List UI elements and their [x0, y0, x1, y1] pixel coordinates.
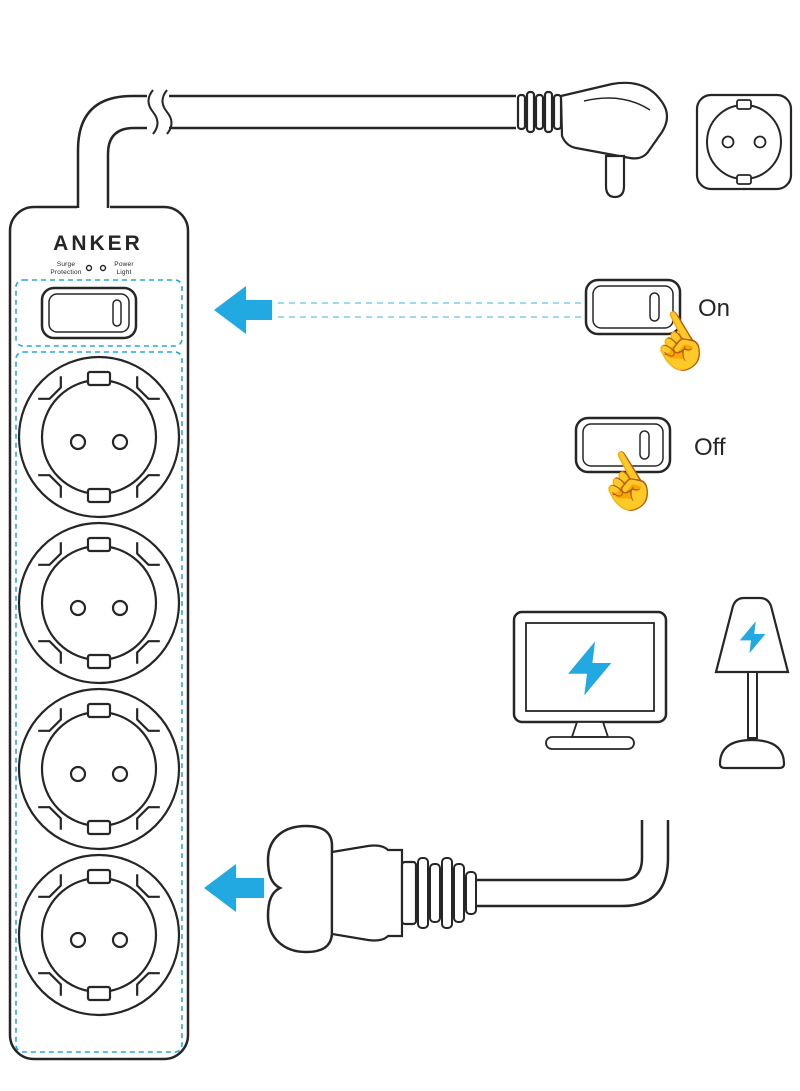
- wall-socket-clip-bottom: [736, 174, 752, 185]
- switch-dashed-outline: [15, 279, 183, 347]
- cord-break-gap: [147, 92, 169, 134]
- plug-strain-rib: [525, 90, 536, 134]
- cord-entry-patch: [77, 203, 110, 211]
- power-strip: ANKER Surge Protection Power Light: [8, 203, 190, 1061]
- lamp-stem: [747, 671, 758, 739]
- plug-body: [330, 844, 404, 942]
- brand-logo: ANKER: [53, 232, 143, 255]
- wall-socket-hole-right: [753, 135, 767, 149]
- tv-stand-neck: [570, 721, 610, 738]
- wall-socket-recess: [706, 104, 782, 180]
- cord-break-icon: [161, 89, 173, 135]
- surge-protection-label-line1: Surge: [57, 261, 76, 268]
- cord-edge-outer: [476, 820, 644, 882]
- power-switch: [40, 286, 138, 340]
- on-switch-rocker: [592, 285, 674, 329]
- on-label: On: [698, 295, 730, 322]
- wall-socket-clip-top: [736, 99, 752, 110]
- surge-indicator-led: [85, 264, 93, 272]
- wall-socket-plate: [695, 93, 793, 191]
- top-cord: [76, 89, 516, 208]
- surge-protection-label-line2: Protection: [50, 269, 81, 276]
- switch-off-illustration: ☝ Off: [574, 416, 726, 527]
- off-label: Off: [694, 434, 726, 461]
- plug-body-detail: [583, 97, 651, 111]
- wall-socket-hole-left: [721, 135, 735, 149]
- plug-strain-rib: [417, 857, 429, 929]
- plug-strain-rib: [429, 863, 441, 923]
- switch-on-illustration: ☝ On: [584, 278, 730, 387]
- plug-head: [266, 824, 334, 954]
- left-arrow-icon: [214, 286, 272, 334]
- power-light-label-line2: Light: [116, 269, 131, 276]
- bottom-plug-icon: [266, 824, 477, 954]
- cord-break-icon: [147, 89, 159, 135]
- tv-screen: [525, 622, 655, 712]
- on-switch-pill: [649, 292, 660, 322]
- off-switch-rocker: [582, 423, 664, 467]
- power-switch-rocker: [48, 293, 130, 333]
- plug-strain-rib: [453, 863, 465, 923]
- dashed-connector-line: [278, 302, 582, 318]
- plug-strain-rib: [543, 90, 554, 134]
- lightning-bolt-icon: [739, 621, 766, 654]
- tv-icon: [512, 610, 668, 750]
- plug-body: [559, 81, 669, 160]
- bottom-cord: [476, 820, 670, 908]
- power-switch-frame: [40, 286, 138, 340]
- plug-strain-rib: [465, 871, 477, 915]
- off-switch-pill: [639, 430, 650, 460]
- sockets-dashed-outline: [15, 351, 183, 1053]
- plug-strain-rib: [516, 93, 527, 131]
- plug-collar: [400, 860, 418, 926]
- plug-strain-rib: [441, 857, 453, 929]
- tv-stand-base: [545, 736, 635, 750]
- cord-edge-inner: [106, 126, 516, 208]
- wall-socket-icon: [695, 93, 793, 191]
- power-light-label-line1: Power: [114, 261, 134, 268]
- cord-edge-outer: [76, 94, 516, 208]
- plug-strain-rib: [552, 93, 563, 131]
- lightning-bolt-icon: [568, 641, 612, 696]
- plug-pin: [604, 154, 626, 199]
- lamp-icon: [714, 596, 790, 770]
- power-switch-pill: [112, 299, 122, 327]
- plug-strain-rib: [534, 93, 545, 131]
- cord-edge-inner: [476, 820, 670, 908]
- power-indicator-led: [99, 264, 107, 272]
- left-arrow-icon: [204, 864, 264, 912]
- lamp-base: [718, 738, 786, 770]
- wall-plug-icon: [516, 81, 669, 199]
